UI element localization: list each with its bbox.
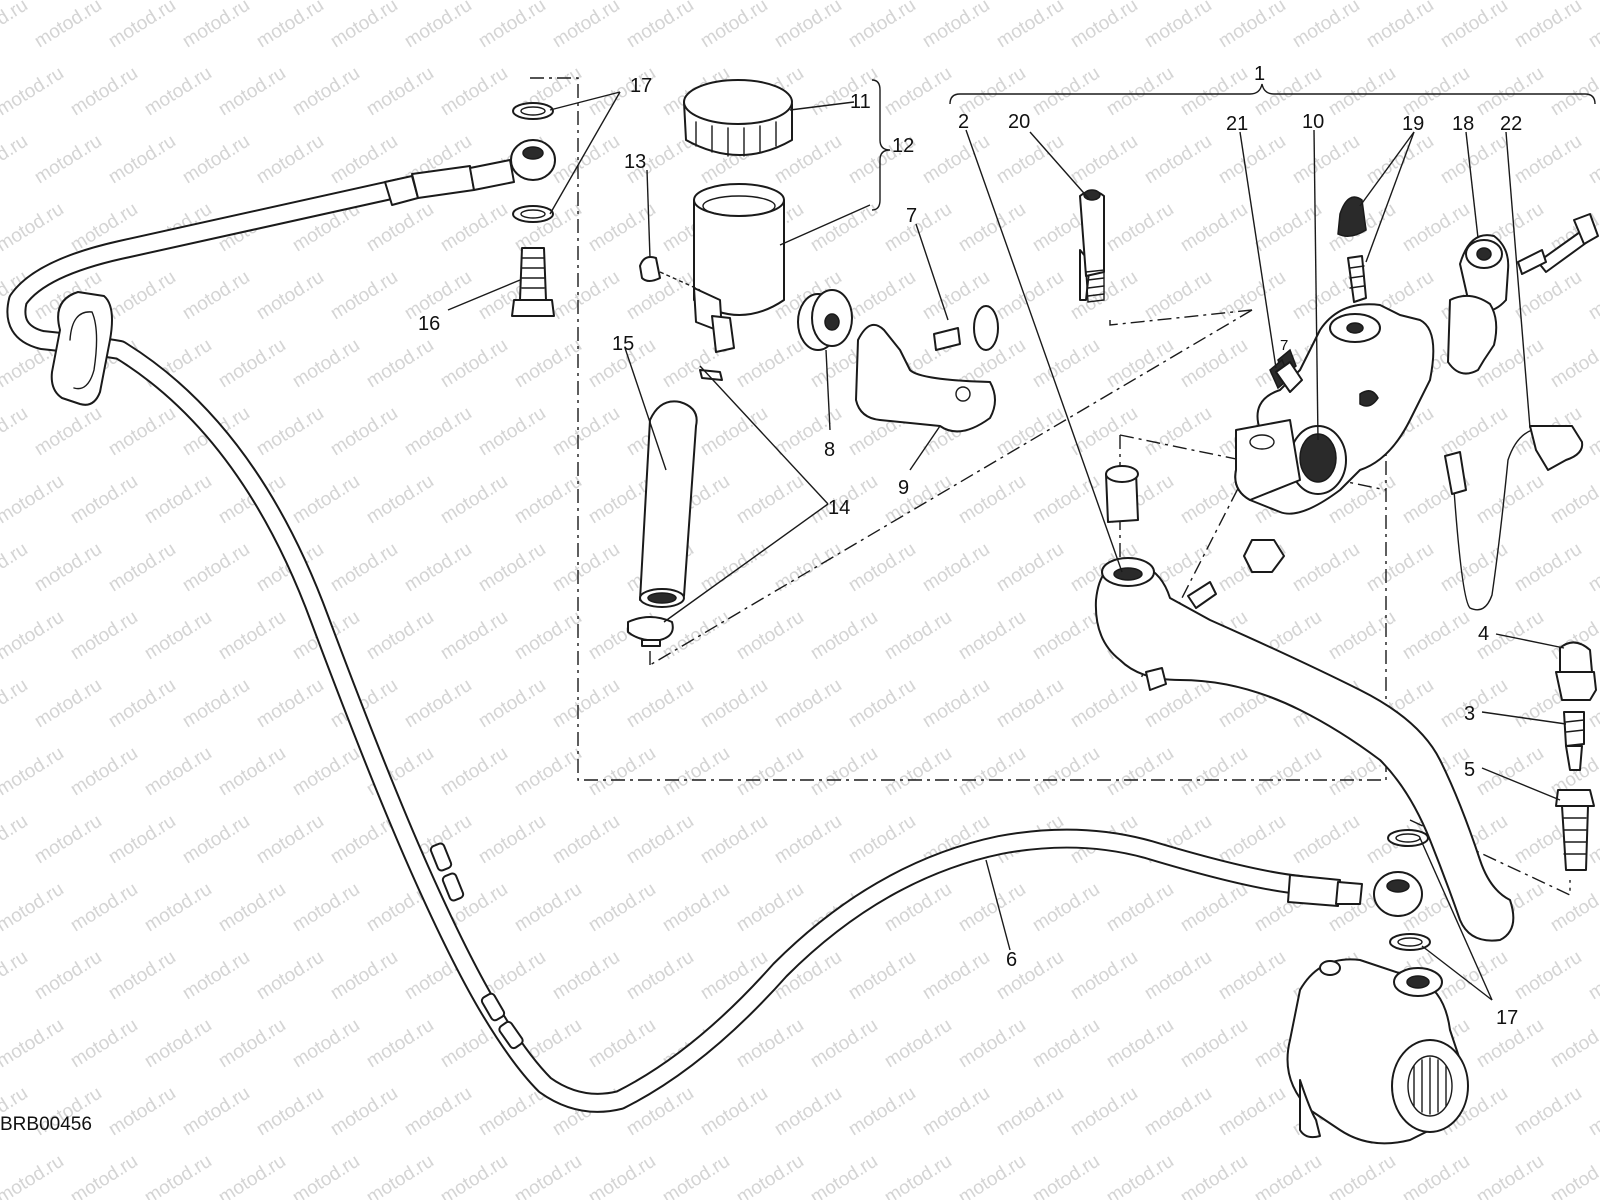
handlebar-clamp: [1447, 213, 1599, 375]
callout-12: 12: [892, 135, 914, 157]
fluid-reservoir: [639, 79, 793, 353]
callout-20: 20: [1008, 111, 1030, 133]
callout-18: 18: [1452, 113, 1474, 135]
callout-11: 11: [850, 91, 871, 113]
callout-2: 2: [958, 111, 969, 133]
callout-5: 5: [1464, 759, 1475, 781]
callout-3: 3: [1464, 703, 1475, 725]
callout-9: 9: [898, 477, 909, 499]
reservoir-bracket: [797, 289, 999, 433]
callout-16: 16: [418, 313, 440, 335]
reservoir-hose: [627, 369, 723, 647]
drawing-code: BRB00456: [0, 1114, 92, 1135]
callout-22: 22: [1500, 113, 1522, 135]
callout-15: 15: [612, 333, 634, 355]
callout-13: 13: [624, 151, 646, 173]
slave-bleed-parts: [1555, 641, 1597, 871]
leader-lines: [447, 79, 1596, 1001]
master-cylinder: [1079, 249, 1435, 515]
slave-cylinder: [1286, 958, 1469, 1145]
clutch-hose: [6, 159, 1363, 1113]
banjo-fitting-bottom: [1373, 829, 1431, 951]
callout-1: 1: [1254, 63, 1265, 85]
callout-8: 8: [824, 439, 835, 461]
banjo-fitting-top: [510, 102, 556, 317]
callout-6: 6: [1006, 949, 1017, 971]
callout-19: 19: [1402, 113, 1424, 135]
callout-4: 4: [1478, 623, 1489, 645]
bleed-valve: [1337, 196, 1367, 303]
callout-21: 21: [1226, 113, 1248, 135]
bushing-and-nut: [1105, 465, 1285, 573]
callout-14: 14: [828, 497, 850, 519]
brake-switch-plug: [1444, 425, 1584, 611]
callout-17-lower: 17: [1496, 1007, 1518, 1029]
callout-labels: 1 2 3 4 5 6 7 8 9 10 11 12 13 14 15 16 1…: [0, 63, 1522, 1135]
callout-17: 17: [630, 75, 652, 97]
callout-7-small: 7: [1280, 337, 1288, 354]
clutch-lever: [1094, 557, 1515, 942]
callout-10: 10: [1302, 111, 1324, 133]
callout-7: 7: [906, 205, 917, 227]
